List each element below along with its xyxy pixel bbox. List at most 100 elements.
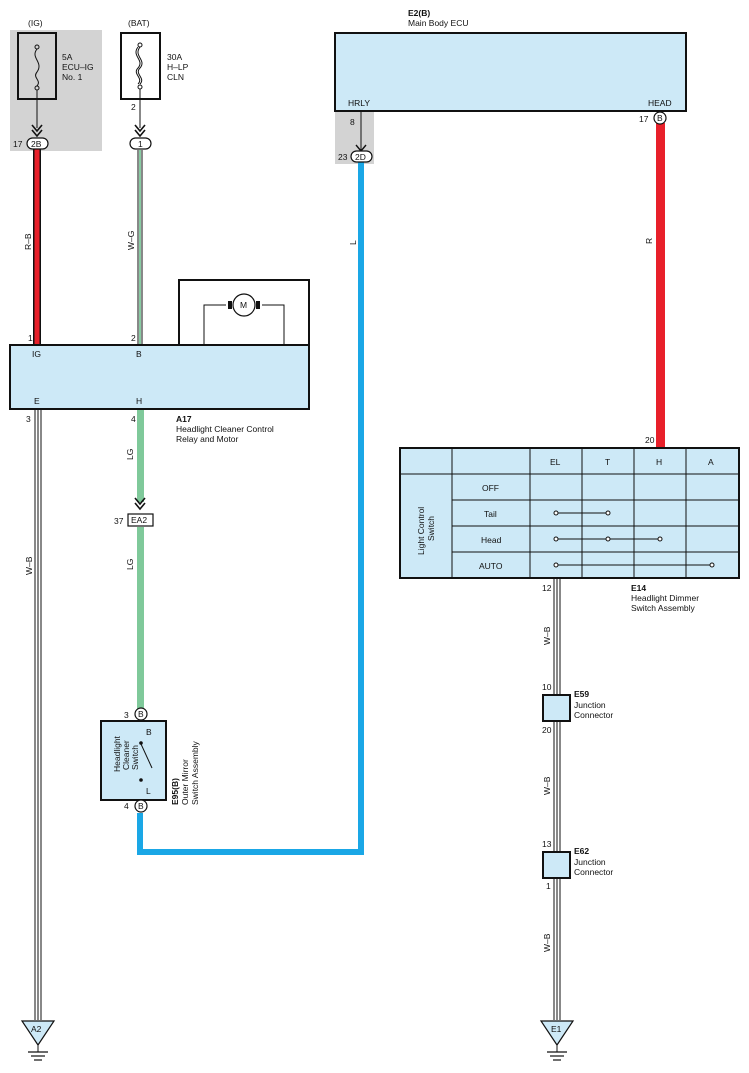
wire-wb-right xyxy=(553,578,561,1020)
dimmer-col-a: A xyxy=(708,457,714,467)
headlight-cleaner-switch: 3 B B L Headlight Cleaner Switch 4 B E95… xyxy=(100,707,200,813)
cleaner-inner2: Cleaner xyxy=(121,740,131,770)
ground-a2-label: A2 xyxy=(31,1024,42,1034)
dimmer-row-auto: AUTO xyxy=(479,561,503,571)
fuse-bat-name2: CLN xyxy=(167,72,184,82)
dimmer-label2: Switch xyxy=(426,516,436,541)
cleaner-name1: Outer Mirror xyxy=(180,759,190,805)
fuse-ig-source: (IG) xyxy=(28,18,43,28)
ea2-pin: 37 xyxy=(114,516,124,526)
cleaner-bot-conn: B xyxy=(138,801,144,811)
cleaner-top-conn: B xyxy=(138,709,144,719)
fuse-h-lp-cln: (BAT) 30A H–LP CLN 2 1 xyxy=(120,18,189,150)
relay-pin-h: H xyxy=(136,396,142,406)
cleaner-pin-l: L xyxy=(146,786,151,796)
ground-e1: E1 xyxy=(539,1020,575,1061)
wire-wg xyxy=(137,150,143,345)
relay-pin-ig: IG xyxy=(32,349,41,359)
relay-pin-ig-num: 1 xyxy=(28,333,33,343)
dimmer-name1: Headlight Dimmer xyxy=(631,593,699,603)
main-body-ecu: E2(B) Main Body ECU HRLY HEAD 8 23 2D 17… xyxy=(334,8,687,163)
ground-a2: A2 xyxy=(20,1020,56,1061)
wire-label-l: L xyxy=(348,240,358,245)
cleaner-inner3: Switch xyxy=(130,745,140,770)
fuse-bat-pin: 2 xyxy=(131,102,136,112)
ground-e1-label: E1 xyxy=(551,1024,562,1034)
relay-name2: Relay and Motor xyxy=(176,434,239,444)
relay-pin-b: B xyxy=(136,349,142,359)
cleaner-bot-pin: 4 xyxy=(124,801,129,811)
fuse-ig-name2: No. 1 xyxy=(62,72,83,82)
ecu-hrly-junction-pin: 23 xyxy=(338,152,348,162)
wire-r xyxy=(656,123,665,448)
ecu-head-connector: B xyxy=(657,113,663,123)
e59-bot-pin: 20 xyxy=(542,725,552,735)
e62-top-pin: 13 xyxy=(542,839,552,849)
wire-label-wg: W–G xyxy=(126,231,136,250)
ecu-hrly-pin: 8 xyxy=(350,117,355,127)
cleaner-top-pin: 3 xyxy=(124,710,129,720)
wire-lg-1 xyxy=(137,410,144,502)
e62-name2: Connector xyxy=(574,867,613,877)
ecu-head-label: HEAD xyxy=(648,98,672,108)
connector-ea2: 37 EA2 xyxy=(114,497,154,527)
fuse-ig-name1: ECU–IG xyxy=(62,62,94,72)
ecu-hrly-junction: 2D xyxy=(355,152,366,162)
relay-pin-e-num: 3 xyxy=(26,414,31,424)
dimmer-bot-pin: 12 xyxy=(542,583,552,593)
fuse-ig-connector: 2B xyxy=(31,139,42,149)
dimmer-col-t: T xyxy=(605,457,610,467)
e62-name1: Junction xyxy=(574,857,606,867)
wire-wb-left xyxy=(34,410,42,1020)
relay-pin-e: E xyxy=(34,396,40,406)
dimmer-row-off: OFF xyxy=(482,483,499,493)
ecu-name: Main Body ECU xyxy=(408,18,468,28)
cleaner-name2: Switch Assembly xyxy=(190,740,200,805)
junction-e59: 10 20 E59 Junction Connector xyxy=(542,682,613,735)
wire-label-wb-r2: W–B xyxy=(542,776,552,795)
wire-lg-2 xyxy=(137,527,144,709)
e62-id: E62 xyxy=(574,846,589,856)
fuse-ig-rating: 5A xyxy=(62,52,73,62)
wire-label-wb-left: W–B xyxy=(24,556,34,575)
headlight-dimmer-switch: 20 EL T H A OFF Tail Head AUTO Light Con… xyxy=(399,435,740,613)
motor-icon xyxy=(232,293,256,317)
e59-id: E59 xyxy=(574,689,589,699)
relay-pin-h-num: 4 xyxy=(131,414,136,424)
e59-top-pin: 10 xyxy=(542,682,552,692)
wire-label-wb-r1: W–B xyxy=(542,626,552,645)
dimmer-id: E14 xyxy=(631,583,646,593)
fuse-bat-connector: 1 xyxy=(138,139,143,149)
ecu-head-pin: 17 xyxy=(639,114,649,124)
fuse-bat-name1: H–LP xyxy=(167,62,189,72)
dimmer-row-head: Head xyxy=(481,535,502,545)
wire-l xyxy=(137,162,364,855)
e59-name2: Connector xyxy=(574,710,613,720)
cleaner-inner1: Headlight xyxy=(112,735,122,772)
cleaner-id: E95(B) xyxy=(170,778,180,805)
fuse-bat-source: (BAT) xyxy=(128,18,150,28)
wire-label-lg2: LG xyxy=(125,559,135,570)
dimmer-col-h: H xyxy=(656,457,662,467)
relay-pin-b-num: 2 xyxy=(131,333,136,343)
wire-rb xyxy=(33,149,41,345)
e62-bot-pin: 1 xyxy=(546,881,551,891)
relay-name1: Headlight Cleaner Control xyxy=(176,424,274,434)
cleaner-pin-b: B xyxy=(146,727,152,737)
wire-label-lg1: LG xyxy=(125,449,135,460)
dimmer-top-pin: 20 xyxy=(645,435,655,445)
ecu-id: E2(B) xyxy=(408,8,430,18)
relay-a17: M 1 2 IG B E H 3 4 A17 Headlight Cleaner… xyxy=(9,279,310,444)
relay-id: A17 xyxy=(176,414,192,424)
dimmer-row-tail: Tail xyxy=(484,509,497,519)
junction-e62: 13 1 E62 Junction Connector xyxy=(542,839,613,891)
fuse-ecu-ig: (IG) 5A ECU–IG No. 1 17 2B xyxy=(13,18,94,150)
dimmer-label1: Light Control xyxy=(416,507,426,555)
dimmer-col-el: EL xyxy=(550,457,561,467)
fuse-bat-rating: 30A xyxy=(167,52,182,62)
ea2-label: EA2 xyxy=(131,515,147,525)
e59-name1: Junction xyxy=(574,700,606,710)
wire-label-wb-r3: W–B xyxy=(542,933,552,952)
wire-label-r: R xyxy=(644,238,654,244)
